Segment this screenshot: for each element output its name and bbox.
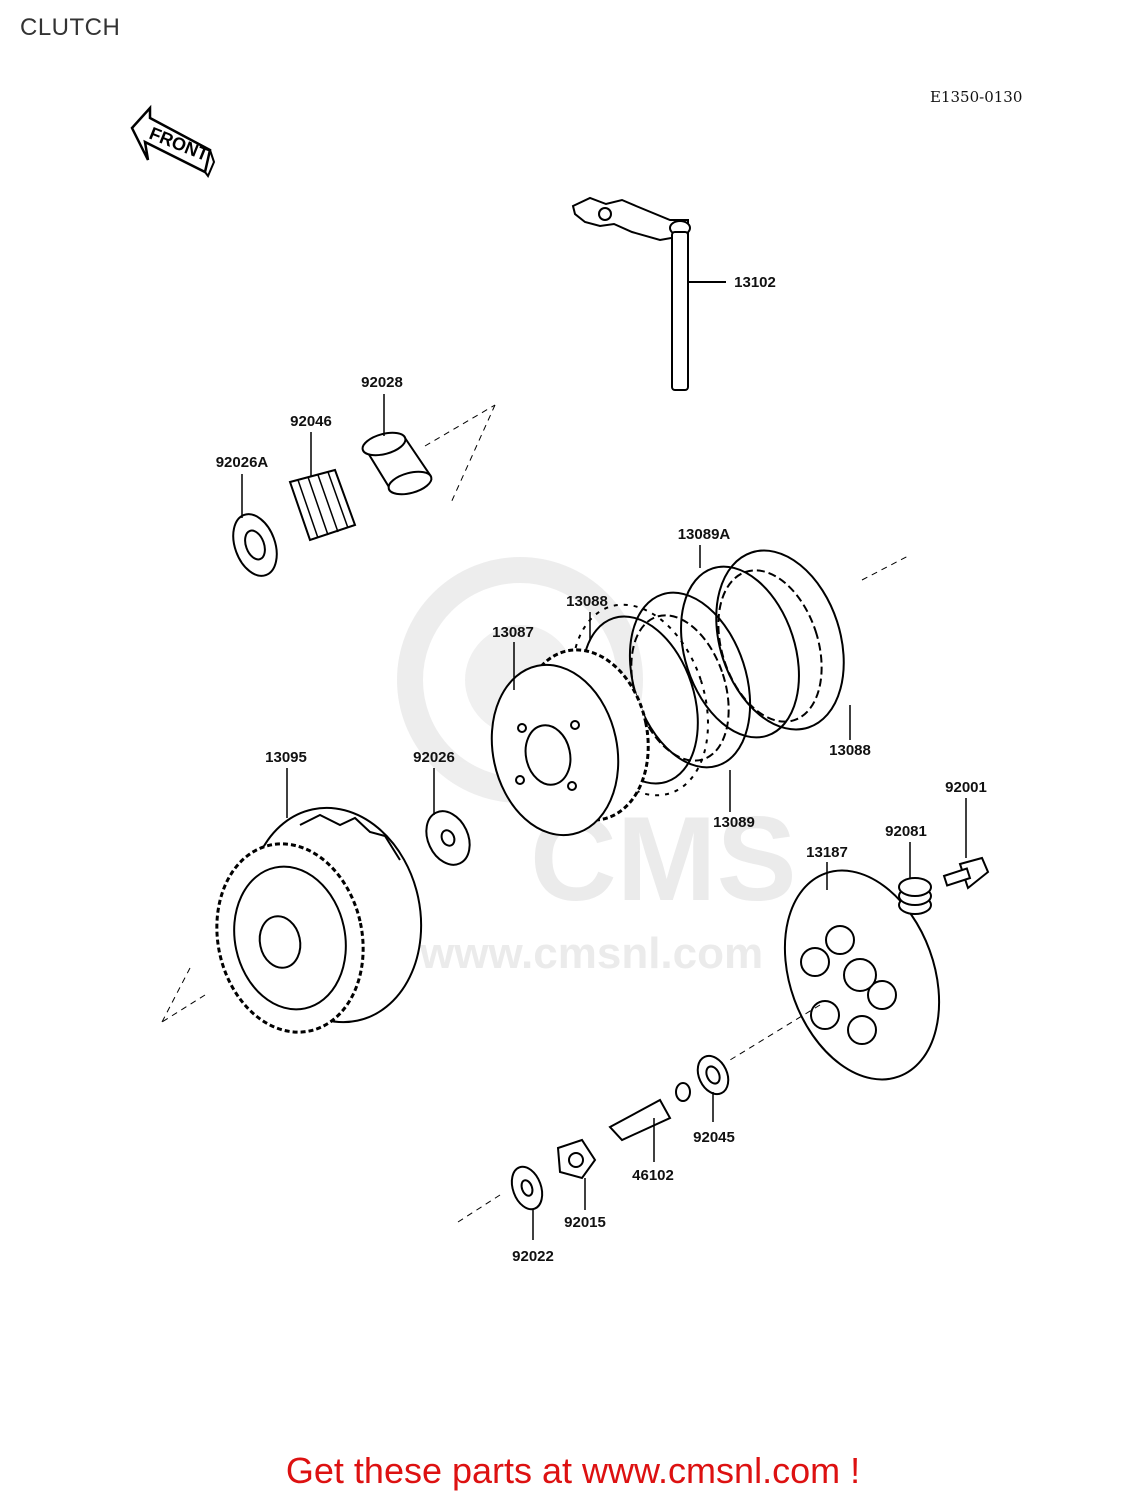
front-arrow-icon: FRONT bbox=[130, 104, 216, 178]
thrust-washer-a bbox=[232, 513, 278, 577]
pressure-plate bbox=[783, 869, 941, 1081]
collar bbox=[361, 431, 433, 496]
part-label: 13102 bbox=[734, 274, 776, 291]
clutch-bolt bbox=[942, 856, 990, 890]
part-label: 92045 bbox=[693, 1129, 735, 1146]
part-label: 92001 bbox=[945, 779, 987, 796]
part-label: 13089A bbox=[678, 526, 731, 543]
watermark-url: www.cmsnl.com bbox=[419, 929, 763, 978]
part-label: 92081 bbox=[885, 823, 927, 840]
clutch-nut bbox=[556, 1138, 597, 1180]
part-label: 13187 bbox=[806, 844, 848, 861]
part-label: 13088 bbox=[829, 742, 871, 759]
ball-bearing bbox=[696, 1054, 730, 1096]
part-label: 46102 bbox=[632, 1167, 674, 1184]
exploded-parts-diagram: CMS www.cmsnl.com FRONT bbox=[130, 104, 990, 1265]
page-title: CLUTCH bbox=[20, 14, 121, 41]
lock-washer bbox=[510, 1165, 544, 1211]
clutch-hub bbox=[490, 648, 650, 837]
promo-footer-link[interactable]: Get these parts at www.cmsnl.com ! bbox=[285, 1450, 861, 1491]
part-label: 92026 bbox=[413, 749, 455, 766]
part-label: 92015 bbox=[564, 1214, 606, 1231]
part-label: 13095 bbox=[265, 749, 307, 766]
clutch-housing bbox=[215, 806, 423, 1034]
part-label: 13088 bbox=[566, 593, 608, 610]
part-label: 92046 bbox=[290, 413, 332, 430]
part-label: 92026A bbox=[216, 454, 269, 471]
watermark-logo: CMS www.cmsnl.com bbox=[397, 557, 797, 978]
needle-bearing bbox=[288, 468, 357, 542]
clutch-release-shaft bbox=[571, 196, 726, 391]
thrust-washer bbox=[425, 810, 471, 866]
clutch-spring bbox=[898, 877, 932, 915]
drawing-code: E1350-0130 bbox=[930, 88, 1023, 106]
part-label: 13089 bbox=[713, 814, 755, 831]
push-rod bbox=[608, 1082, 691, 1142]
part-label: 92028 bbox=[361, 374, 403, 391]
part-label: 92022 bbox=[512, 1248, 554, 1265]
part-label: 13087 bbox=[492, 624, 534, 641]
